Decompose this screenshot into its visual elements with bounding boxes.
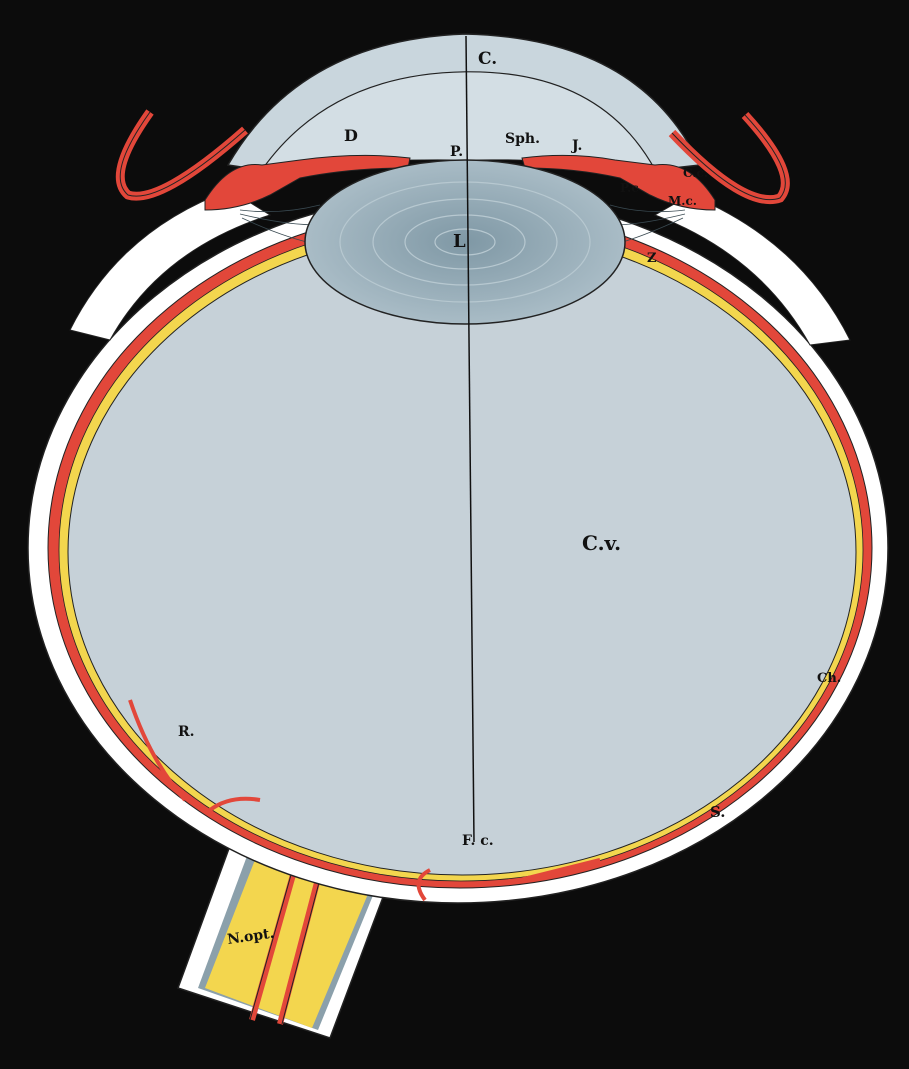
label-retina: R. [178, 724, 195, 740]
label-iris-d: D [344, 126, 358, 145]
label-iris-j: J. [570, 138, 582, 154]
vitreous-body [68, 229, 856, 875]
label-cornea: C. [478, 49, 497, 69]
label-pupil: P. [450, 144, 463, 160]
label-sclera: S. [710, 803, 726, 821]
label-ciliary-process: P.c [620, 181, 639, 195]
label-zonule: Z [647, 251, 657, 266]
label-lens: L [453, 231, 466, 252]
label-vitreous: C.v. [582, 531, 621, 555]
label-choroid: Ch. [817, 671, 841, 686]
label-circulus: C.c. [683, 166, 708, 180]
label-fovea: F. c. [462, 833, 494, 849]
label-sphincter: Sph. [505, 131, 540, 147]
label-ciliary-muscle: M.c. [668, 194, 697, 208]
